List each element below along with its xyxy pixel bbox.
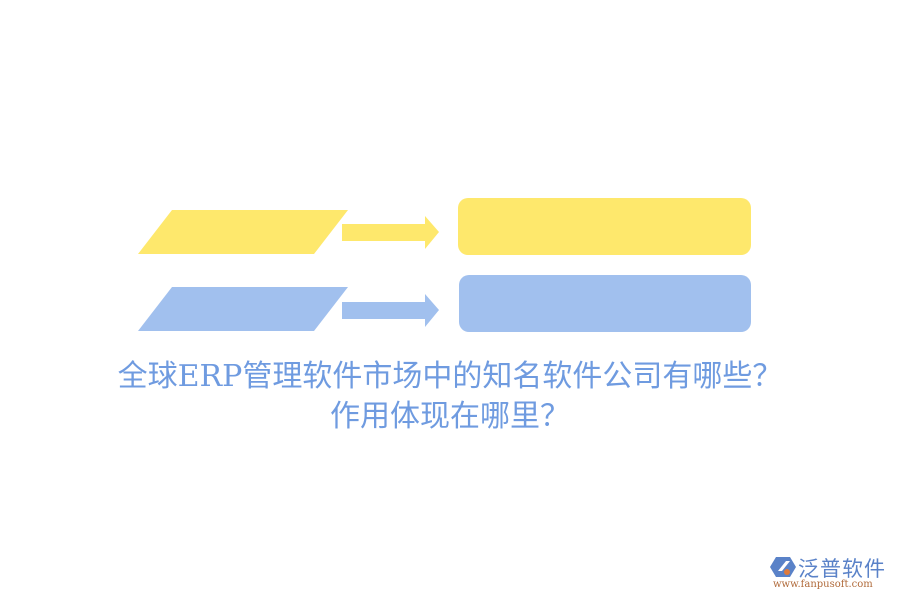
- yellow-result-box: [458, 198, 751, 255]
- blue-parallelogram: [138, 287, 348, 331]
- yellow-arrow-icon: [342, 216, 439, 249]
- logo-url: www.fanpusoft.com: [773, 579, 873, 590]
- fanpu-logo[interactable]: 泛普软件 www.fanpusoft.com: [770, 553, 895, 593]
- title-line-1: 全球ERP管理软件市场中的知名软件公司有哪些？: [117, 359, 783, 394]
- title-line-2: 作用体现在哪里？: [330, 399, 570, 434]
- logo-name: 泛普软件: [798, 557, 886, 581]
- yellow-parallelogram: [138, 210, 348, 254]
- blue-result-box: [459, 275, 751, 332]
- fanpu-logo-icon: [770, 557, 796, 577]
- blue-arrow-icon: [342, 294, 439, 327]
